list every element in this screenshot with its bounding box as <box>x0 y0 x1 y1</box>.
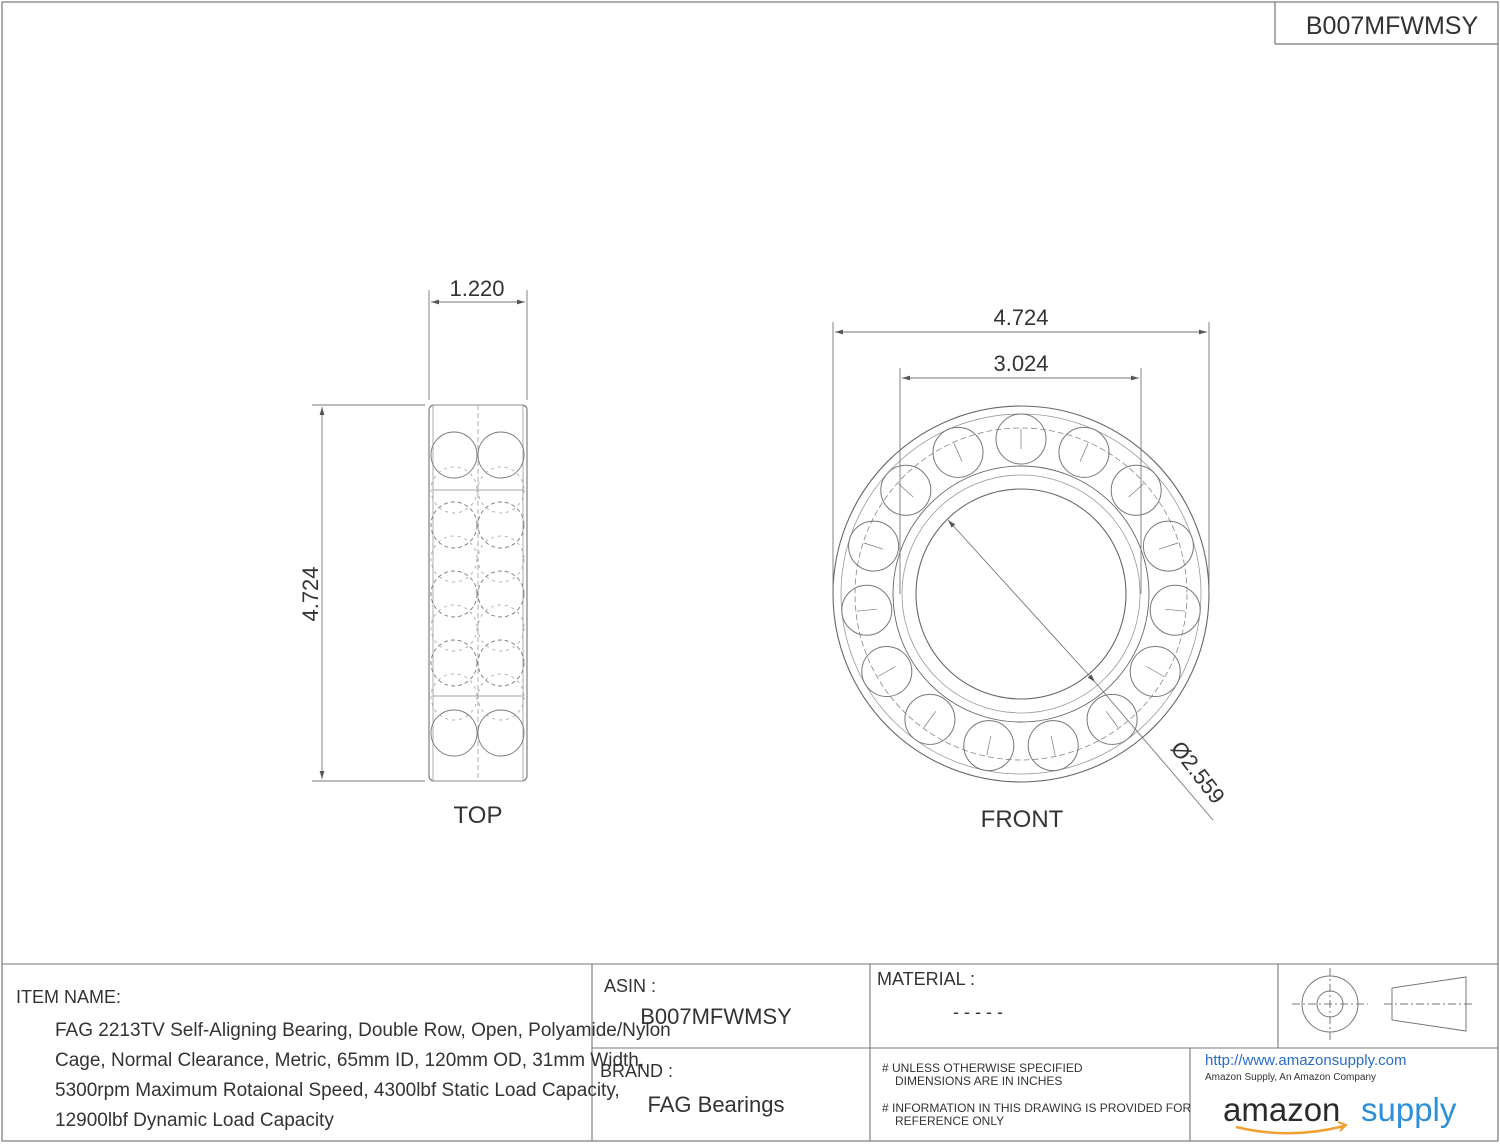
front-roller <box>861 646 913 697</box>
top-roller <box>477 501 525 549</box>
amazonsupply-logo: amazon supply <box>1223 1091 1457 1135</box>
asin-header-box: B007MFWMSY <box>1274 2 1498 45</box>
top-roller-hidden <box>430 535 478 583</box>
front-roller-axis <box>1158 542 1179 550</box>
top-height-label: 4.724 <box>298 566 323 621</box>
material-value: - - - - - <box>953 1002 1003 1022</box>
logo-word-amazon: amazon <box>1223 1091 1340 1128</box>
front-roller-axis <box>1105 711 1119 728</box>
front-roller-axis <box>856 608 877 612</box>
front-roller-axis <box>863 542 884 550</box>
top-roller-hidden <box>477 466 525 514</box>
third-angle-projection-icon <box>1292 968 1472 1040</box>
note-line-1: # UNLESS OTHERWISE SPECIFIED <box>882 1061 1083 1075</box>
front-roller <box>841 584 893 636</box>
top-roller <box>430 709 478 757</box>
top-roller <box>477 570 525 618</box>
front-roller <box>848 520 900 572</box>
top-roller <box>430 501 478 549</box>
top-view-label: TOP <box>454 802 503 829</box>
asin-label: ASIN : <box>604 976 656 996</box>
top-roller-hidden <box>477 535 525 583</box>
front-roller <box>1110 464 1162 516</box>
front-roller-axis <box>953 443 963 462</box>
amazonsupply-url[interactable]: http://www.amazonsupply.com <box>1205 1052 1406 1069</box>
item-name-line-4: 12900lbf Dynamic Load Capacity <box>55 1110 334 1131</box>
material-label: MATERIAL : <box>877 969 975 989</box>
top-roller <box>430 431 478 479</box>
top-roller <box>477 709 525 757</box>
item-name-line-2: Cage, Normal Clearance, Metric, 65mm ID,… <box>55 1050 644 1071</box>
front-outer-label: 4.724 <box>993 305 1048 330</box>
front-roller <box>904 693 956 745</box>
front-roller-axis <box>986 735 992 756</box>
front-roller-axis <box>1146 666 1165 677</box>
item-name-line-1: FAG 2213TV Self-Aligning Bearing, Double… <box>55 1020 671 1041</box>
front-roller <box>1129 646 1181 697</box>
brand-value: FAG Bearings <box>648 1092 785 1117</box>
front-inner-dimension: 3.024 <box>899 351 1142 594</box>
bore-diameter-label: Ø2.559 <box>1166 736 1230 808</box>
front-roller <box>1027 720 1079 772</box>
top-width-dimension: 1.220 <box>428 276 528 400</box>
asin-header-text: B007MFWMSY <box>1306 12 1479 40</box>
note-line-4: REFERENCE ONLY <box>895 1114 1004 1128</box>
top-roller <box>430 639 478 687</box>
top-roller-hidden <box>430 604 478 652</box>
logo-word-supply: supply <box>1361 1091 1457 1128</box>
item-name-line-3: 5300rpm Maximum Rotaional Speed, 4300lbf… <box>55 1080 620 1101</box>
front-inner-label: 3.024 <box>993 351 1048 376</box>
top-roller-hidden <box>477 673 525 721</box>
front-roller <box>1058 426 1110 478</box>
note-line-2: DIMENSIONS ARE IN INCHES <box>895 1074 1062 1088</box>
top-roller-hidden <box>477 604 525 652</box>
top-roller <box>477 431 525 479</box>
front-roller <box>963 720 1015 772</box>
top-height-dimension: 4.724 <box>298 404 425 782</box>
front-roller <box>1086 693 1138 745</box>
front-roller <box>880 464 932 516</box>
front-view-label: FRONT <box>981 806 1064 833</box>
logo-smile-icon <box>1235 1124 1345 1135</box>
top-roller-hidden <box>430 466 478 514</box>
front-roller-axis <box>877 666 896 677</box>
title-block <box>2 963 1498 1141</box>
logo-arrow-icon <box>1337 1121 1348 1132</box>
item-name-label: ITEM NAME: <box>16 987 121 1007</box>
asin-value: B007MFWMSY <box>640 1004 792 1029</box>
top-width-label: 1.220 <box>449 276 504 301</box>
front-roller <box>1149 584 1201 636</box>
front-roller <box>932 426 984 478</box>
front-roller <box>995 413 1047 465</box>
brand-label: BRAND : <box>600 1061 673 1081</box>
top-view <box>428 404 528 782</box>
front-roller <box>1142 520 1194 572</box>
front-roller-axis <box>923 711 937 728</box>
top-roller <box>430 570 478 618</box>
front-outer-dimension: 4.724 <box>832 305 1210 590</box>
front-roller-axis <box>1050 735 1056 756</box>
front-view <box>832 405 1214 821</box>
company-tagline: Amazon Supply, An Amazon Company <box>1205 1072 1376 1083</box>
note-line-3: # INFORMATION IN THIS DRAWING IS PROVIDE… <box>882 1101 1191 1115</box>
front-roller-axis <box>1079 443 1089 462</box>
front-roller-axis <box>898 483 914 498</box>
front-roller-axis <box>1165 608 1186 612</box>
top-roller-hidden <box>430 673 478 721</box>
top-roller <box>477 639 525 687</box>
